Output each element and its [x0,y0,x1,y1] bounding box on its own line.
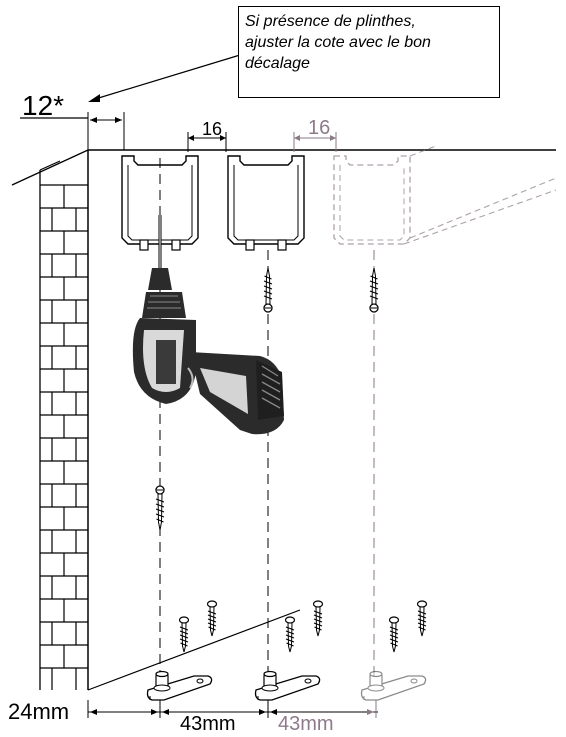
bottom-spacing-label-ghost: 43mm [278,713,334,735]
brick-wall-icon [39,160,88,690]
note-line: décalage [245,55,310,72]
note-line: Si présence de plinthes, [245,13,416,30]
screw-icon [178,600,428,653]
rail-gap-label: 16 [202,119,223,139]
bottom-offset-label: 24mm [8,699,70,724]
rail-gap-label-ghost: 16 [308,117,331,139]
bottom-spacing-label: 43mm [180,713,236,735]
offset-dimension-label: 12* [22,90,65,121]
rail-profile-icon [121,145,557,251]
drill-icon [132,215,284,435]
floor-guide-icon [146,670,427,701]
note-arrow [91,54,241,101]
note-line: ajuster la cote avec le bon [245,34,431,51]
installation-note: Si présence de plinthes, ajuster la cote… [238,6,500,98]
